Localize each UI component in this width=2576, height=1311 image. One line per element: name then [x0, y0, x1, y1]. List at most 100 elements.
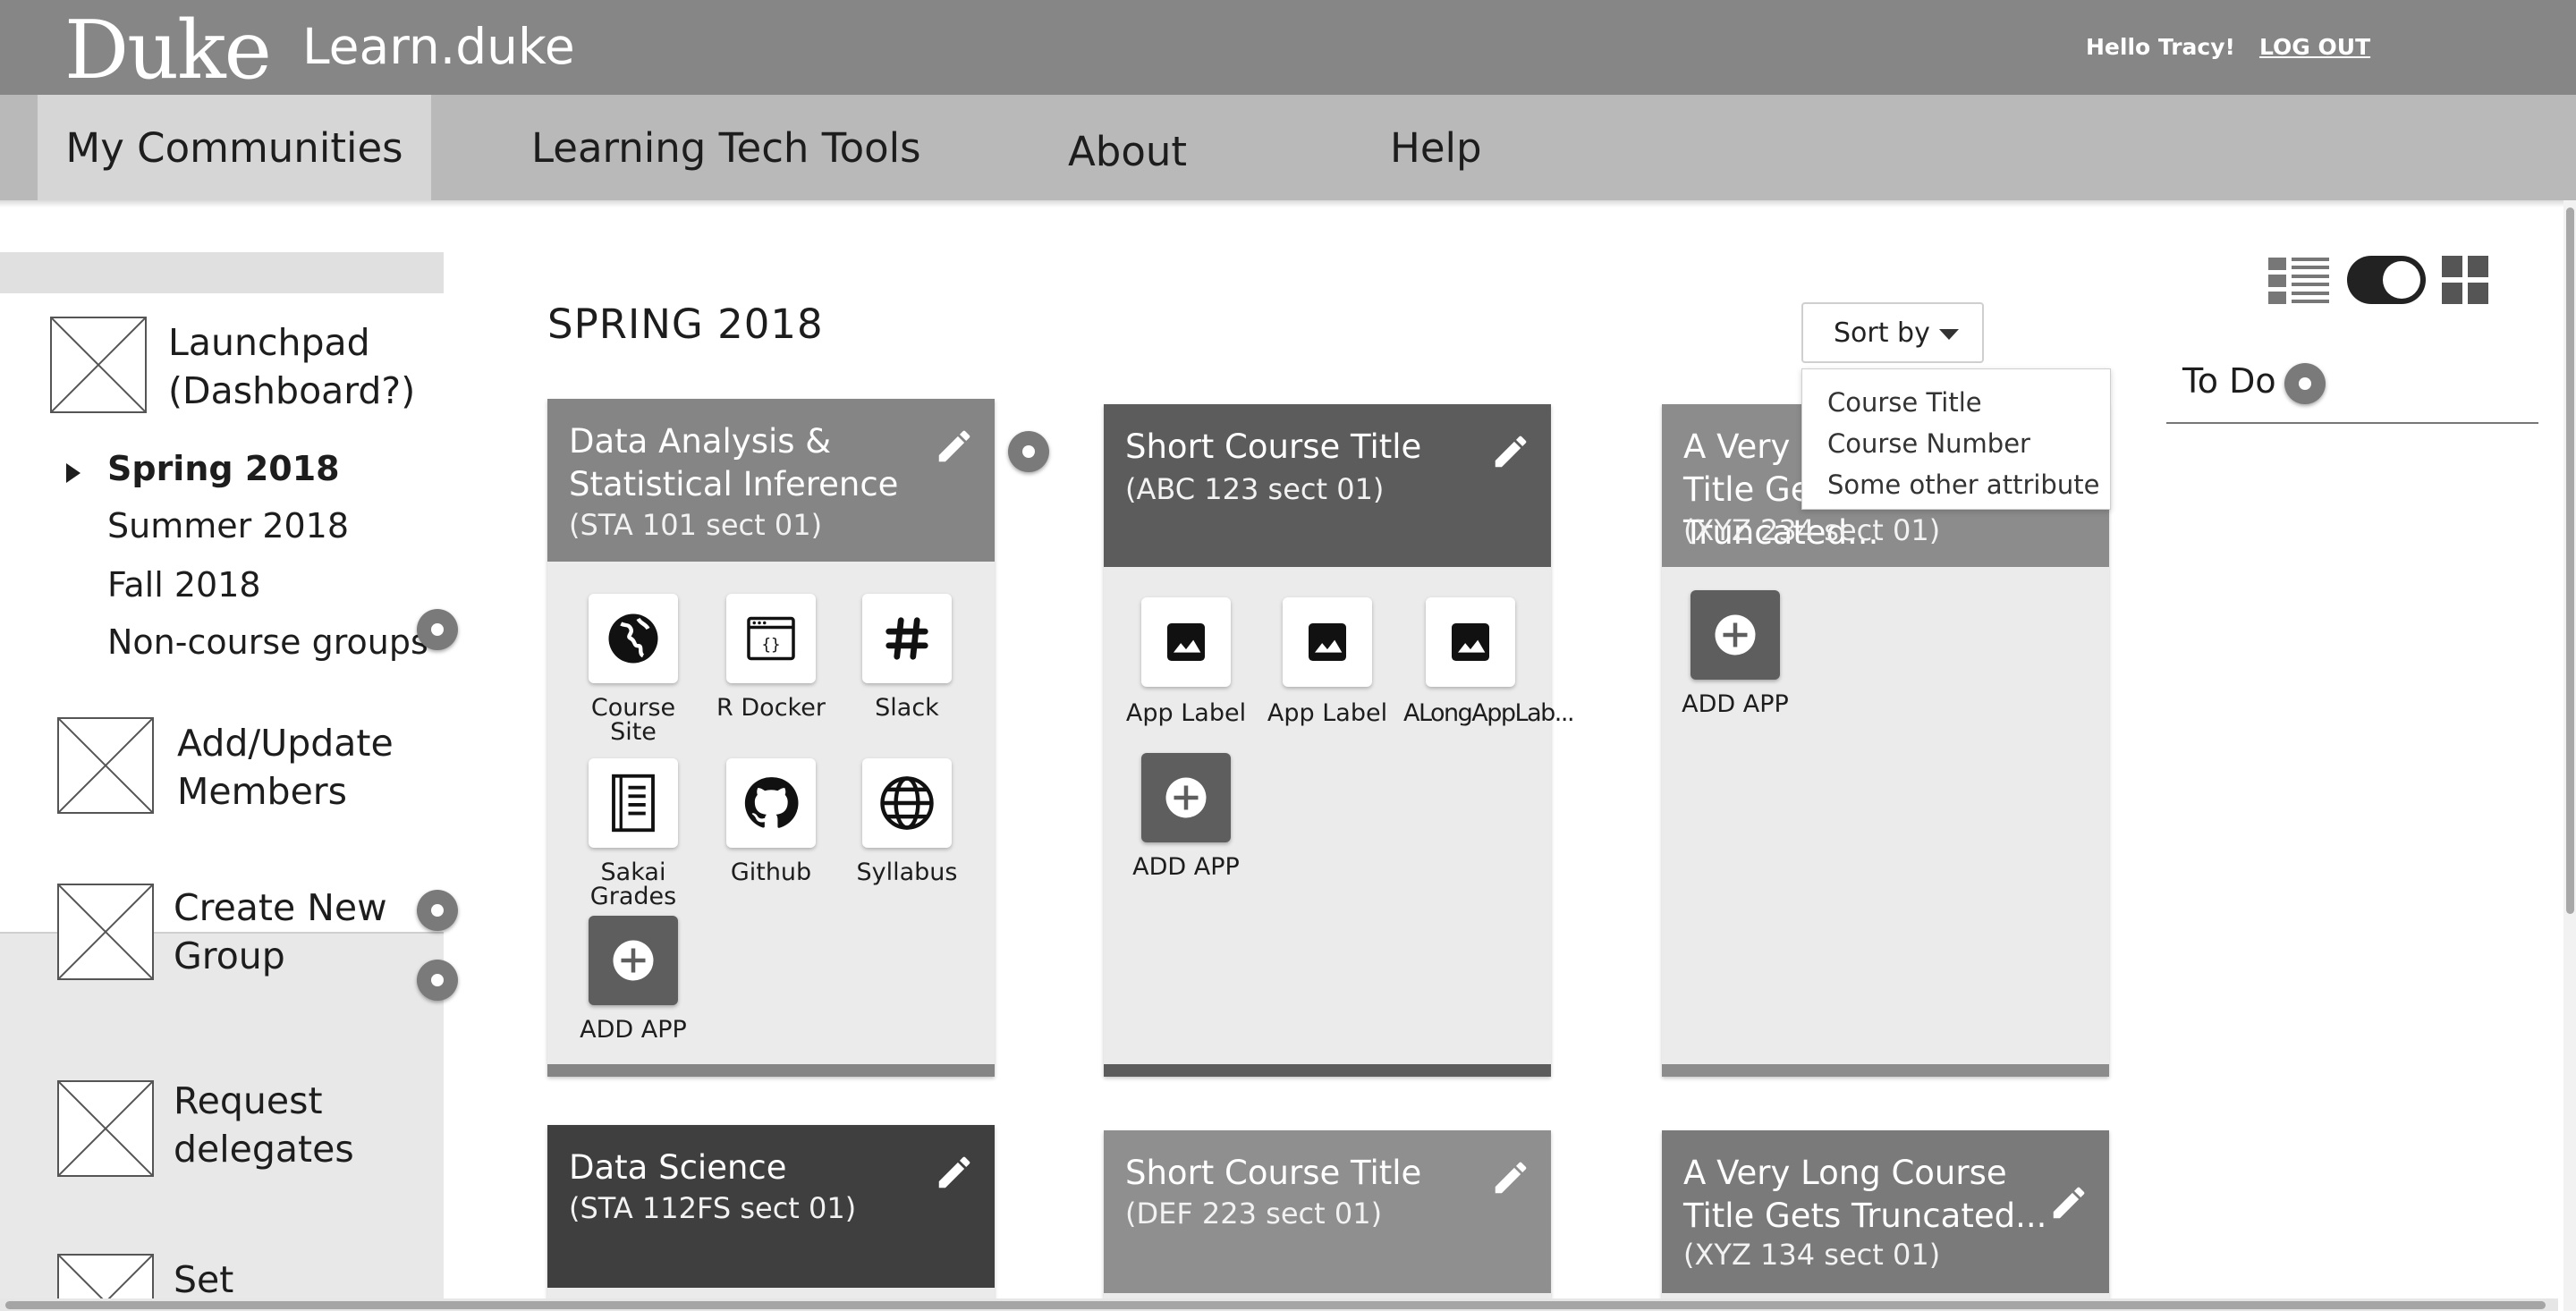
tab-my-communities[interactable]: My Communities: [38, 95, 431, 200]
sort-options-menu: Course Title Course Number Some other at…: [1801, 368, 2111, 510]
app-tile-slack[interactable]: [862, 594, 952, 683]
code-window-icon: {}: [747, 616, 795, 661]
app-tile-syllabus[interactable]: [862, 758, 952, 848]
annotation-marker[interactable]: [417, 960, 458, 1001]
todo-title: To Do: [2182, 361, 2276, 401]
user-greeting: Hello Tracy!: [2086, 34, 2235, 60]
app-label: Sakai Grades: [589, 858, 677, 910]
image-icon: [1302, 617, 1352, 667]
logout-link[interactable]: LOG OUT: [2259, 34, 2371, 60]
add-members-label: Add/Update Members: [177, 719, 394, 816]
add-app-label: ADD APP: [1132, 853, 1240, 881]
plus-circle-icon: [609, 936, 657, 985]
request-delegates-label: Request delegates: [174, 1077, 354, 1173]
top-bar: Duke Learn.duke Hello Tracy! LOG OUT: [0, 0, 2576, 97]
create-new-group-button[interactable]: Create New Group: [0, 884, 444, 1009]
sort-by-dropdown[interactable]: Sort by: [1801, 302, 1984, 363]
card-course-number: (STA 101 sect 01): [569, 508, 823, 542]
request-delegates-label-line1: Request: [174, 1079, 323, 1122]
card-footer: [1662, 1064, 2109, 1077]
sort-option-course-title[interactable]: Course Title: [1827, 387, 1982, 418]
tab-about[interactable]: About: [1068, 127, 1188, 175]
add-app-label: ADD APP: [580, 1016, 687, 1044]
tab-help[interactable]: Help: [1390, 123, 1482, 172]
sidebar-item-fall-2018[interactable]: Fall 2018: [107, 565, 261, 605]
edit-pencil-icon[interactable]: [1490, 1157, 1531, 1198]
card-title: A Very Long Course Title Gets Truncated.…: [1683, 1154, 2047, 1235]
card-course-number: (STA 112FS sect 01): [569, 1191, 857, 1225]
create-group-label-line2: Group: [174, 935, 285, 977]
app-tile[interactable]: [1283, 597, 1372, 687]
edit-pencil-icon[interactable]: [2048, 1182, 2089, 1223]
sort-option-other-attribute[interactable]: Some other attribute: [1827, 469, 2100, 500]
card-course-number: (DEF 223 sect 01): [1125, 1197, 1383, 1231]
app-tile-github[interactable]: [726, 758, 816, 848]
app-label: R Docker: [716, 694, 826, 722]
web-globe-icon: [880, 776, 934, 830]
request-delegates-button[interactable]: Request delegates: [0, 1077, 444, 1205]
add-members-image-placeholder: [57, 717, 154, 814]
launchpad-image-placeholder: [50, 317, 147, 413]
app-tile-sakai-grades[interactable]: [589, 758, 678, 848]
course-card[interactable]: Data Science (STA 112FS sect 01): [547, 1125, 995, 1311]
todo-divider: [2166, 422, 2538, 424]
card-course-number: (ABC 123 sect 01): [1125, 472, 1385, 506]
grid-view-icon[interactable]: [2442, 256, 2488, 304]
app-name: Learn.duke: [302, 18, 575, 75]
add-update-members-button[interactable]: Add/Update Members: [0, 717, 444, 842]
view-toggle-switch[interactable]: [2347, 256, 2426, 304]
sidebar: Launchpad (Dashboard?) Spring 2018 Summe…: [0, 252, 444, 1311]
add-app-button[interactable]: [589, 916, 678, 1005]
horizontal-scrollbar-thumb[interactable]: [5, 1301, 2546, 1309]
card-title: Short Course Title: [1125, 427, 1422, 466]
tab-learning-tech-tools[interactable]: Learning Tech Tools: [531, 123, 921, 172]
course-card[interactable]: Short Course Title (ABC 123 sect 01) App…: [1104, 404, 1575, 1077]
app-label: Slack: [875, 694, 939, 722]
course-card[interactable]: A Very Long Course Title Gets Truncated.…: [1662, 1130, 2109, 1311]
edit-pencil-icon[interactable]: [934, 426, 975, 467]
section-title: SPRING 2018: [547, 300, 824, 348]
app-tile-course-site[interactable]: [589, 594, 678, 683]
create-group-label-line1: Create New: [174, 886, 387, 929]
slack-hash-icon: [886, 617, 928, 660]
sidebar-item-summer-2018[interactable]: Summer 2018: [107, 506, 350, 546]
annotation-marker[interactable]: [417, 609, 458, 650]
app-tile[interactable]: [1426, 597, 1515, 687]
add-app-button[interactable]: [1141, 753, 1231, 842]
sidebar-item-spring-2018[interactable]: Spring 2018: [107, 449, 340, 488]
plus-circle-icon: [1162, 774, 1210, 822]
card-course-number: (XYZ 234 sect 01): [1683, 513, 1941, 547]
annotation-marker[interactable]: [417, 890, 458, 931]
add-app-button[interactable]: [1690, 590, 1780, 680]
annotation-marker[interactable]: [2284, 363, 2326, 404]
create-group-label: Create New Group: [174, 884, 387, 980]
edit-pencil-icon[interactable]: [1490, 431, 1531, 472]
course-card[interactable]: Data Analysis & Statistical Inference (S…: [547, 399, 995, 1077]
header-shadow: [0, 200, 2576, 207]
gradebook-icon: [612, 774, 655, 833]
card-header: Short Course Title (ABC 123 sect 01): [1104, 404, 1551, 567]
edit-pencil-icon[interactable]: [934, 1152, 975, 1193]
card-footer: [1104, 1064, 1551, 1077]
vertical-scrollbar-thumb[interactable]: [2566, 207, 2574, 914]
card-header: Short Course Title (DEF 223 sect 01): [1104, 1130, 1551, 1293]
course-card[interactable]: Short Course Title (DEF 223 sect 01): [1104, 1130, 1551, 1311]
annotation-marker[interactable]: [1008, 431, 1049, 472]
card-title: Data Analysis & Statistical Inference: [569, 422, 899, 503]
launchpad-panel: Launchpad (Dashboard?) Spring 2018 Summe…: [0, 293, 444, 934]
list-view-icon[interactable]: [2268, 256, 2329, 304]
set-label: Set: [174, 1258, 234, 1301]
app-tile-r-docker[interactable]: {}: [726, 594, 816, 683]
launchpad-link[interactable]: Launchpad (Dashboard?): [168, 318, 415, 415]
app-tile[interactable]: [1141, 597, 1231, 687]
image-icon: [1445, 617, 1496, 667]
sidebar-item-non-course-groups[interactable]: Non-course groups: [107, 622, 428, 662]
app-label: Github: [730, 858, 812, 886]
sort-option-course-number[interactable]: Course Number: [1827, 428, 2030, 459]
svg-text:{}: {}: [761, 637, 780, 655]
add-app-label: ADD APP: [1682, 690, 1789, 718]
app-label: Syllabus: [856, 858, 958, 886]
card-header: A Very Long Course Title Gets Truncated.…: [1662, 1130, 2109, 1293]
expand-arrow-icon: [66, 463, 80, 483]
caret-down-icon: [1939, 329, 1959, 340]
